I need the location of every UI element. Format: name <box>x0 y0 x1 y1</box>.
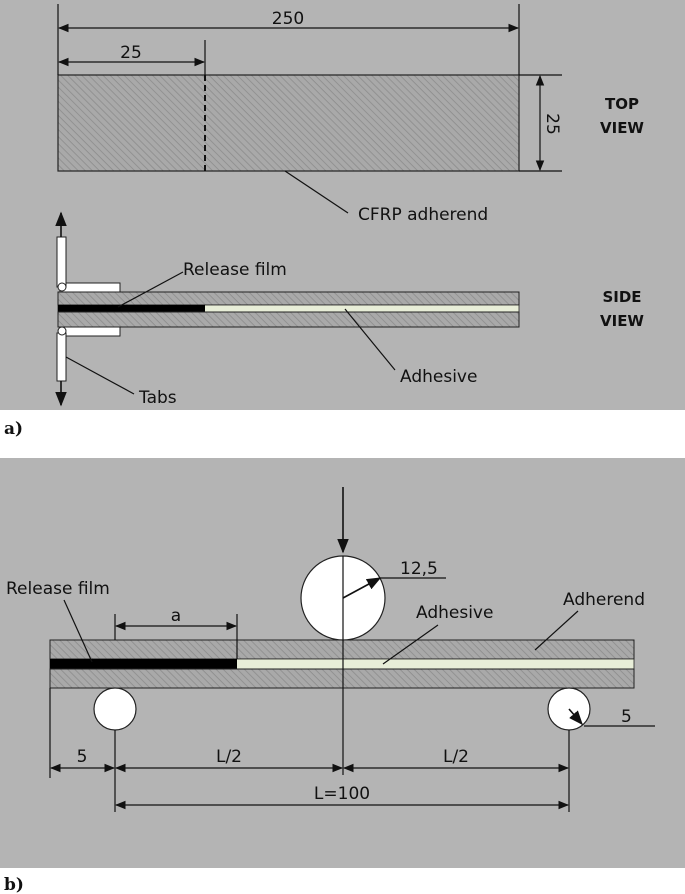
load-radius-text: 12,5 <box>400 559 438 579</box>
load-radius-arrow <box>342 577 382 599</box>
lower-pin <box>57 326 67 336</box>
side-upper-adherend <box>57 291 520 306</box>
b-release-film-label: Release film <box>6 579 110 599</box>
top-view-specimen <box>57 74 520 172</box>
b-adherend-label: Adherend <box>563 590 645 610</box>
adhesive-label: Adhesive <box>400 367 477 387</box>
b-adhesive-label: Adhesive <box>416 603 493 623</box>
panel-a-background <box>0 0 685 410</box>
b-adhesive-leader <box>382 624 439 665</box>
beam-upper-adherend <box>49 639 635 660</box>
panel-a-label: a) <box>4 419 23 439</box>
dim-width-text: 25 <box>542 113 562 135</box>
upper-tab-horizontal <box>59 282 121 293</box>
cfrp-label: CFRP adherend <box>358 205 488 225</box>
side-view: Release film Adhesive Tabs SIDE VIEW <box>55 211 644 408</box>
side-view-title-line2: VIEW <box>600 312 644 330</box>
release-film-leader <box>117 271 184 308</box>
panel-a: 250 25 25 TOP VIEW CFRP adherend <box>0 0 685 410</box>
panel-b: 12,5 5 a 5 L/2 L/2 L=100 Release film Ad… <box>0 458 685 868</box>
b-release-film-leader <box>63 599 93 663</box>
top-view-title-line2: VIEW <box>600 119 644 137</box>
side-release-film <box>58 305 205 312</box>
left-support-roller <box>93 687 137 731</box>
panel-b-label: b) <box>4 875 24 894</box>
cfrp-leader <box>284 170 349 214</box>
side-lower-adherend <box>57 311 520 328</box>
tabs-label: Tabs <box>138 388 177 408</box>
upper-tab-vertical <box>56 236 67 288</box>
dim-half-right-text: L/2 <box>443 747 469 767</box>
dim-half-left-text: L/2 <box>216 747 242 767</box>
top-view: 250 25 25 TOP VIEW CFRP adherend <box>57 4 644 225</box>
lower-tab-horizontal <box>59 326 121 337</box>
upper-pin <box>57 282 67 292</box>
top-view-title-line1: TOP <box>605 95 639 113</box>
lower-tab-vertical <box>56 332 67 382</box>
support-radius-arrow <box>568 708 583 726</box>
dim-crack-text: 25 <box>120 43 142 63</box>
support-radius-text: 5 <box>621 707 632 727</box>
dim-a-text: a <box>171 606 181 626</box>
b-adherend-leader <box>534 610 579 651</box>
tabs-leader <box>65 356 135 395</box>
dim-250-text: 250 <box>272 9 304 29</box>
dim-span-text: L=100 <box>314 784 370 804</box>
beam-lower-adherend <box>49 668 635 689</box>
beam-release-film <box>50 659 237 669</box>
adhesive-leader <box>344 308 396 371</box>
side-view-title-line1: SIDE <box>602 288 641 306</box>
dim-overhang-text: 5 <box>77 747 88 767</box>
release-film-label: Release film <box>183 260 287 280</box>
